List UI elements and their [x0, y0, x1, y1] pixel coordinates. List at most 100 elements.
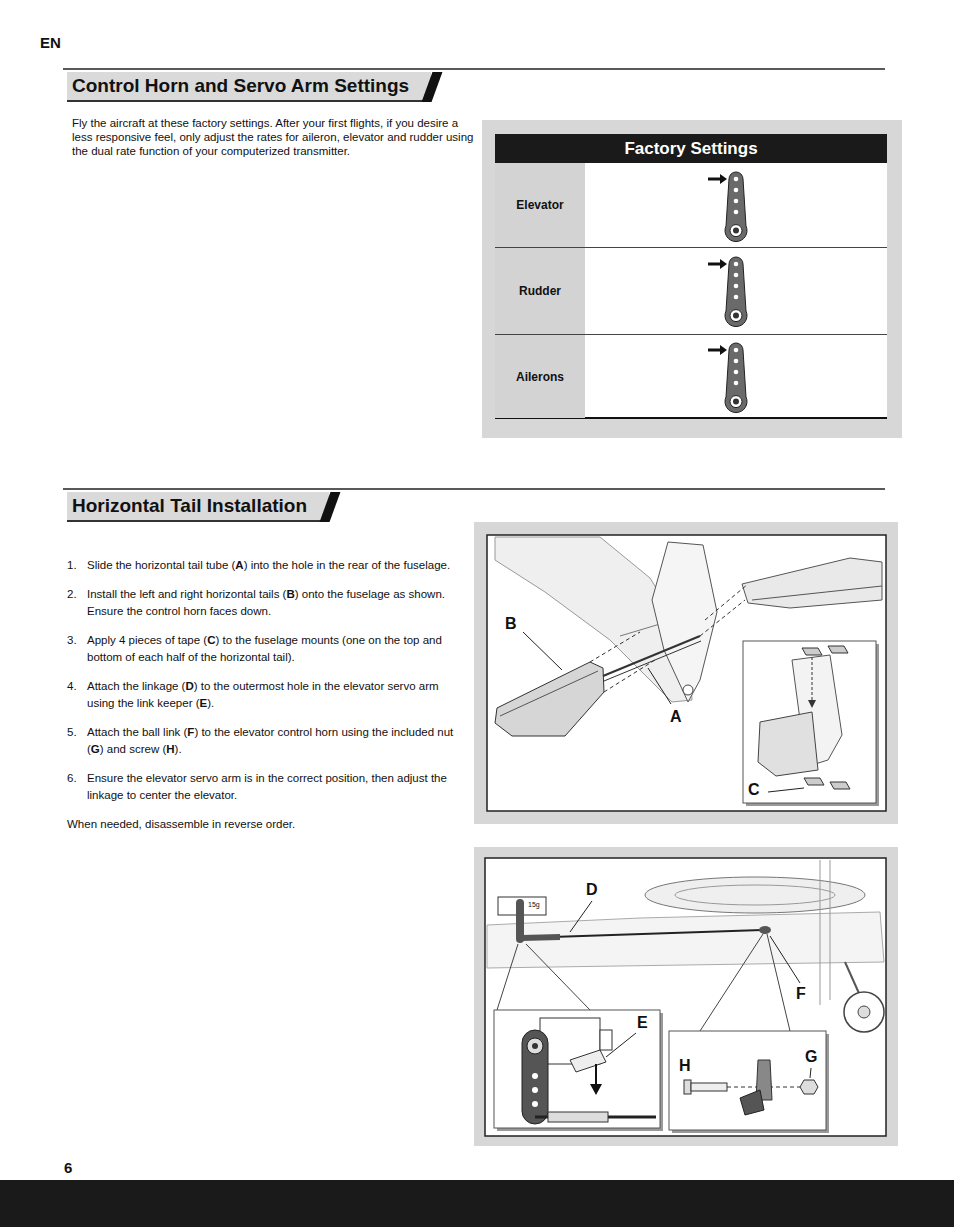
part-letter: G	[91, 743, 100, 755]
step-number: 6.	[67, 770, 87, 804]
tail-install-illustration	[752, 586, 882, 600]
linkage-illustration	[532, 1101, 538, 1107]
tail-install-illustration	[804, 778, 824, 785]
tail-install-illustration	[590, 632, 640, 662]
tail-install-illustration	[590, 584, 748, 692]
servo-arm-icon	[708, 172, 747, 413]
callout-letter: B	[505, 615, 517, 633]
linkage-illustration	[570, 901, 592, 932]
tail-install-illustration	[808, 700, 816, 708]
linkage-illustration	[606, 1033, 636, 1057]
tail-install-illustration	[620, 624, 660, 636]
settings-panel	[482, 120, 902, 438]
label-text: Horizontal Tail Installation	[72, 495, 307, 516]
step-number: 3.	[67, 632, 87, 666]
tail-install-illustration	[828, 646, 848, 653]
part-letter: A	[235, 559, 243, 571]
instruction-step: 2.Install the left and right horizontal …	[67, 586, 467, 620]
tail-install-illustration	[474, 522, 898, 824]
linkage-illustration	[675, 885, 835, 905]
callout-letter: A	[670, 708, 682, 726]
linkage-illustration	[669, 1031, 826, 1130]
part-letter: B	[286, 588, 294, 600]
linkage-illustration	[700, 934, 763, 1031]
linkage-illustration	[800, 1080, 818, 1094]
table-row-label: Elevator	[495, 163, 585, 247]
part-letter: E	[200, 697, 208, 709]
tail-install-illustration	[500, 671, 598, 716]
table-row-label: Ailerons	[495, 335, 585, 418]
servo-arm-icon	[708, 343, 747, 413]
section-rule	[63, 68, 885, 70]
closing-note: When needed, disassemble in reverse orde…	[67, 816, 467, 833]
instruction-step: 3.Apply 4 pieces of tape (C) to the fuse…	[67, 632, 467, 666]
section-rule	[63, 488, 885, 490]
linkage-illustration	[595, 1064, 597, 1085]
servo-arm-icon	[708, 172, 747, 242]
part-letter: H	[166, 743, 174, 755]
linkage-illustration	[759, 926, 771, 934]
section-heading: Control Horn and Servo Arm Settings	[67, 72, 431, 100]
linkage-illustration	[487, 912, 884, 968]
servo-arm-icon	[708, 257, 747, 327]
callout-letter: H	[679, 1057, 691, 1075]
callout-letter: E	[637, 1014, 648, 1032]
settings-panel	[482, 120, 902, 438]
linkage-illustration	[570, 1050, 606, 1072]
settings-panel	[495, 134, 887, 418]
tail-install-illustration	[830, 782, 850, 789]
linkage-illustration	[527, 1038, 543, 1054]
callout-letter: D	[586, 881, 598, 899]
tail-install-illustration	[523, 632, 562, 670]
step-text: Slide the horizontal tail tube (A) into …	[87, 557, 467, 574]
linkage-illustration	[740, 1090, 764, 1115]
linkage-illustration	[497, 944, 518, 1010]
linkage-illustration	[548, 1112, 608, 1122]
linkage-illustration	[532, 1073, 538, 1079]
instruction-list: 1.Slide the horizontal tail tube (A) int…	[67, 557, 467, 833]
linkage-illustration	[474, 847, 898, 1146]
tail-install-illustration	[604, 660, 655, 692]
part-letter: C	[207, 634, 215, 646]
tail-install-illustration	[758, 712, 818, 776]
linkage-illustration	[532, 1087, 538, 1093]
callout-letter: G	[805, 1048, 817, 1066]
linkage-illustration	[684, 1080, 691, 1094]
linkage-illustration	[474, 847, 898, 1146]
instruction-step: 4.Attach the linkage (D) to the outermos…	[67, 678, 467, 712]
linkage-illustration	[858, 1006, 870, 1018]
servo-marking: 15g	[528, 901, 540, 909]
intro-paragraph: Fly the aircraft at these factory settin…	[72, 116, 474, 158]
callout-letter: C	[748, 781, 760, 799]
linkage-illustration	[522, 934, 560, 941]
heading-slant-bar	[320, 492, 341, 522]
tail-install-illustration	[802, 648, 822, 655]
linkage-illustration	[844, 992, 884, 1032]
section-heading: Horizontal Tail Installation	[67, 492, 329, 520]
instruction-step: 1.Slide the horizontal tail tube (A) int…	[67, 557, 467, 574]
tail-install-illustration	[742, 558, 882, 608]
tail-install-illustration	[495, 662, 604, 736]
step-text: Install the left and right horizontal ta…	[87, 586, 467, 620]
tail-install-illustration	[768, 788, 804, 792]
linkage-illustration	[532, 1043, 538, 1049]
step-number: 5.	[67, 724, 87, 758]
label-text: Ailerons	[516, 370, 564, 384]
step-text: Attach the ball link (F) to the elevator…	[87, 724, 467, 758]
tail-install-illustration	[812, 657, 813, 700]
label-text: Elevator	[516, 198, 563, 212]
step-number: 1.	[67, 557, 87, 574]
settings-table: Factory SettingsElevatorRudderAilerons	[495, 134, 887, 418]
tail-install-illustration	[652, 542, 717, 702]
linkage-illustration	[522, 1030, 548, 1124]
table-header-bar: Factory Settings	[495, 134, 887, 163]
tail-install-illustration	[743, 641, 876, 803]
tail-install-illustration	[705, 584, 748, 620]
linkage-illustration	[485, 858, 886, 1136]
heading-slant-bar	[422, 72, 443, 102]
linkage-illustration	[767, 934, 790, 1031]
language-tag: EN	[40, 34, 61, 52]
linkage-illustration	[770, 936, 800, 983]
linkage-illustration	[494, 1010, 660, 1128]
page-number: 6	[64, 1159, 72, 1177]
